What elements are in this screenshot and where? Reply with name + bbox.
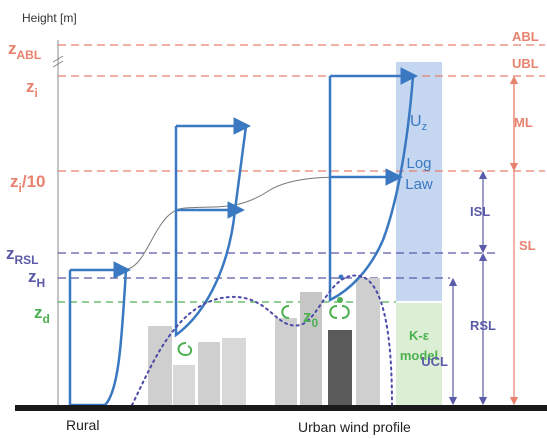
k-epsilon-label-2: model xyxy=(400,348,438,363)
building xyxy=(328,330,352,405)
building xyxy=(173,365,195,405)
z0-marker xyxy=(337,297,343,303)
building xyxy=(198,342,220,405)
y-axis-label: Height [m] xyxy=(22,11,77,25)
log-law-label-1: Log xyxy=(406,155,431,172)
log-law-box xyxy=(396,62,442,301)
uz-label: Uz xyxy=(410,113,427,133)
label-z-i: zi xyxy=(26,77,38,100)
x-label-urban: Urban wind profile xyxy=(298,419,411,435)
urban-wind-profile xyxy=(328,75,415,303)
axis-break-icon xyxy=(52,55,64,68)
building xyxy=(356,278,380,405)
swirl-icon xyxy=(281,305,290,319)
transition-curve xyxy=(127,176,396,270)
building xyxy=(222,338,246,405)
urban-profile-dot xyxy=(338,274,344,280)
label-ml: ML xyxy=(514,115,533,130)
label-ucl: UCL xyxy=(421,354,448,369)
swirl-icon xyxy=(329,305,338,319)
k-epsilon-label-1: K-ε xyxy=(409,328,429,343)
canopy-dotted-curve xyxy=(131,274,393,406)
swirl-icon xyxy=(177,342,193,357)
building xyxy=(275,318,297,405)
rural-wind-profile xyxy=(68,269,128,407)
label-z-i-10: zi/10 xyxy=(10,172,45,195)
label-z-abl: zABL xyxy=(8,39,41,62)
x-label-rural: Rural xyxy=(66,417,99,433)
label-z-0: z0 xyxy=(303,307,319,330)
label-isl: ISL xyxy=(470,204,490,219)
label-z-d: zd xyxy=(34,303,50,326)
label-sl: SL xyxy=(519,238,536,253)
label-z-rsl: zRSL xyxy=(6,244,39,267)
building xyxy=(300,292,322,405)
log-law-label-2: Law xyxy=(405,176,433,193)
middle-wind-profile xyxy=(174,125,248,338)
ground xyxy=(15,405,547,411)
swirl-icon xyxy=(341,305,350,319)
k-epsilon-box xyxy=(396,303,442,405)
label-rsl: RSL xyxy=(470,318,496,333)
label-z-h: zH xyxy=(28,267,45,290)
label-ubl: UBL xyxy=(512,56,539,71)
label-abl: ABL xyxy=(512,29,539,44)
